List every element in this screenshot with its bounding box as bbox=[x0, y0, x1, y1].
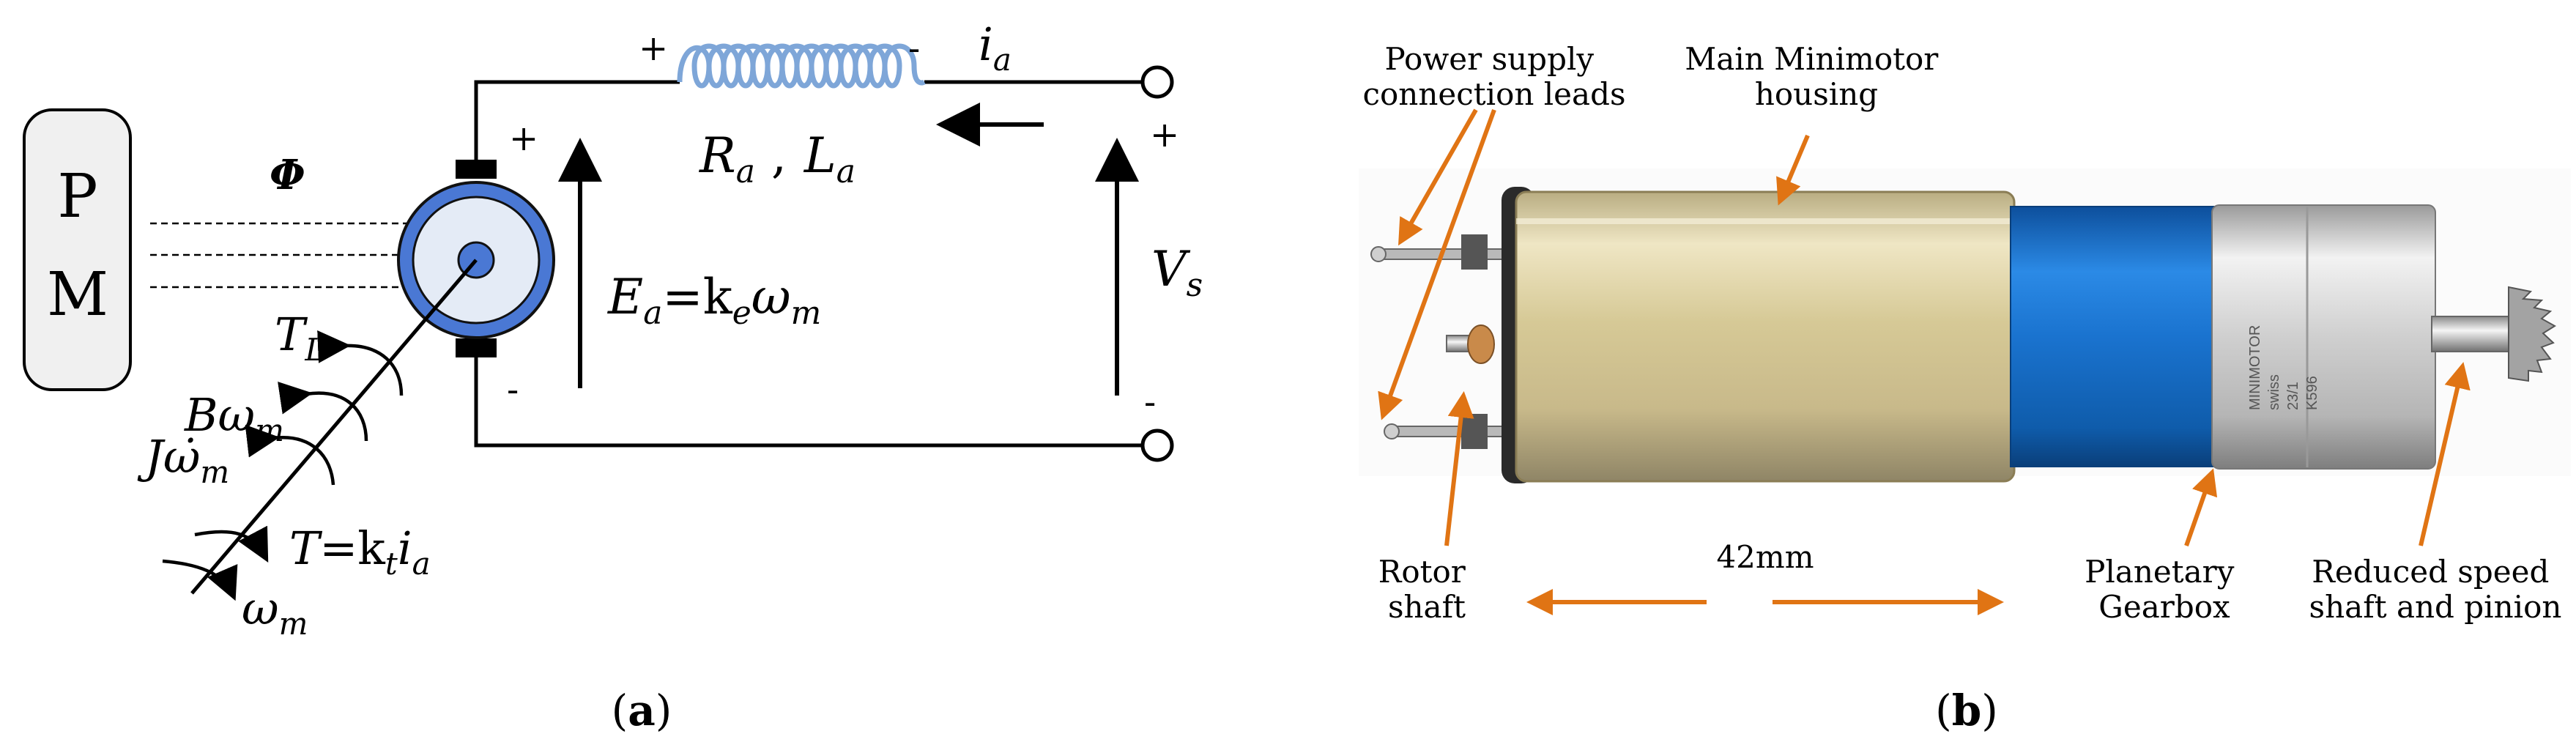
orange-callout-arrows bbox=[1378, 108, 2471, 615]
gearbox-blue-section bbox=[2010, 206, 2216, 467]
callout-dimension: 42mm bbox=[1716, 539, 1814, 575]
gearbox-silver-section bbox=[2211, 204, 2436, 470]
arrow-pinion bbox=[2419, 362, 2471, 546]
load-torque-label: TL bbox=[275, 308, 325, 368]
caption-b: (b) bbox=[1935, 686, 1998, 735]
inertia-torque-label: Jω̇m bbox=[137, 430, 229, 490]
inductor-minus-sign: - bbox=[908, 28, 920, 69]
armature-inductor-coil bbox=[677, 43, 926, 89]
terminal-top bbox=[1140, 65, 1174, 99]
circuit-wires bbox=[474, 80, 1141, 448]
back-emf-equation: Ea=keωm bbox=[607, 269, 821, 332]
pm-label-top: P bbox=[57, 162, 97, 231]
arrow-housing bbox=[1776, 134, 1810, 206]
speed-arc bbox=[162, 559, 238, 601]
lead-bottom bbox=[1387, 426, 1513, 437]
arrow-rotor-shaft bbox=[1444, 391, 1474, 546]
motor-minus-sign: - bbox=[507, 369, 519, 410]
motor-plus-sign: + bbox=[509, 118, 538, 159]
callout-rotor-shaft: Rotor shaft bbox=[1378, 554, 1476, 625]
torque-arcs bbox=[162, 330, 404, 601]
vs-plus-sign: + bbox=[1150, 114, 1179, 155]
flux-lines bbox=[150, 222, 439, 289]
resistance-inductance-label: Ra,La bbox=[699, 127, 855, 190]
callout-gearbox: Planetary Gearbox bbox=[2085, 554, 2244, 625]
arrow-leads-top bbox=[1398, 108, 1478, 246]
drive-torque-equation: T=ktia bbox=[289, 522, 431, 582]
inertia-torque-arc bbox=[245, 424, 335, 486]
callout-pinion: Reduced speed shaft and pinion bbox=[2309, 554, 2562, 625]
vs-minus-sign: - bbox=[1144, 382, 1156, 423]
arrow-gearbox bbox=[2184, 468, 2218, 546]
friction-torque-label: Bωm bbox=[184, 388, 284, 448]
callout-leads: Power supply connection leads bbox=[1362, 41, 1625, 112]
main-housing bbox=[1515, 190, 2016, 483]
flux-symbol: Φ bbox=[270, 151, 305, 199]
output-shaft bbox=[2431, 316, 2513, 352]
armature-current-label: ia bbox=[979, 18, 1012, 78]
pm-label-bottom: M bbox=[47, 260, 108, 330]
brush-top bbox=[456, 160, 497, 179]
arrow-leads-bottom bbox=[1378, 108, 1496, 420]
figure-a-circuit: P M Φ + - ia Ra,La bbox=[23, 18, 1203, 642]
drive-torque-arc bbox=[194, 525, 269, 563]
inductor-plus-sign: + bbox=[639, 28, 668, 69]
caption-a: (a) bbox=[612, 686, 672, 735]
figure-b-motor-photo: MINIMOTOR swiss 23/1 K596 bbox=[1359, 168, 2571, 483]
gearbox-engraving: MINIMOTOR swiss 23/1 K596 bbox=[2247, 321, 2320, 410]
load-torque-arc bbox=[317, 330, 404, 396]
pm-magnet-box bbox=[23, 108, 132, 391]
output-pinion bbox=[2508, 286, 2556, 382]
terminal-bottom bbox=[1140, 429, 1174, 462]
angular-speed-label: ωm bbox=[242, 582, 308, 642]
brush-bottom bbox=[456, 338, 497, 357]
friction-torque-arc bbox=[278, 381, 368, 442]
supply-voltage-label: Vs bbox=[1151, 241, 1203, 304]
callout-housing: Main Minimotor housing bbox=[1685, 41, 1948, 112]
